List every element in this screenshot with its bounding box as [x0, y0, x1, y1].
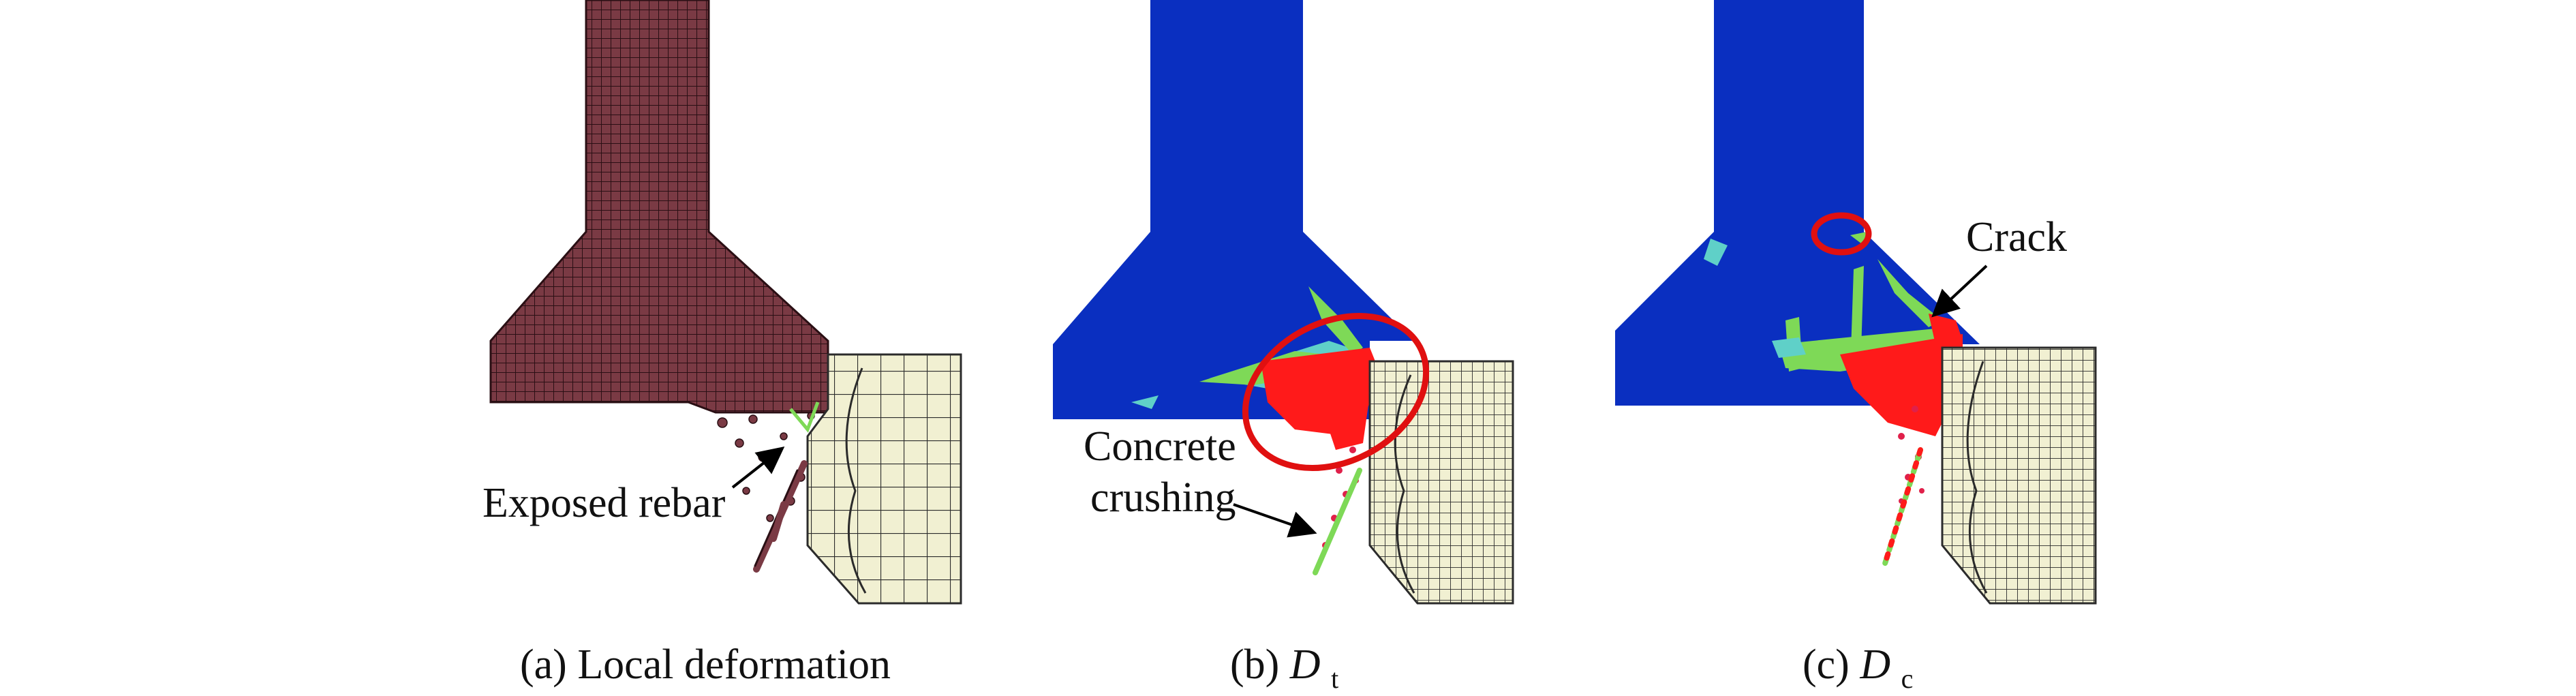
- tension-damage-contours: [1131, 286, 1383, 450]
- support-block-b: [1368, 360, 1514, 605]
- exposed-rebar-label: Exposed rebar: [482, 480, 726, 526]
- support-curve-c: [1966, 361, 1988, 594]
- panel-b: Concrete crushing (b) D t: [1053, 0, 1514, 694]
- caption-c: (c) D c: [1803, 641, 1913, 694]
- rebar-green-fragment: [789, 402, 820, 433]
- concrete-crushing-label-line2: crushing: [1090, 474, 1236, 521]
- caption-c-symbol: D: [1859, 641, 1890, 688]
- support-block-c: [1941, 346, 2097, 605]
- pier-deformed-mesh: [489, 0, 829, 414]
- caption-a: (a) Local deformation: [520, 641, 891, 688]
- concrete-crushing-label-line1: Concrete: [1084, 423, 1236, 470]
- exposed-rebar-arrow: [731, 447, 785, 489]
- crack-arrow: [1931, 264, 1988, 318]
- concrete-crushing-arrow: [1233, 503, 1317, 538]
- pier-damage-compression: [1615, 0, 1980, 406]
- panel-c: Crack (c) D c: [1615, 0, 2097, 694]
- highlight-circle-b: [1242, 313, 1430, 471]
- caption-c-letter: (c): [1803, 641, 1850, 688]
- support-curve-a: [845, 367, 867, 594]
- support-curve-b: [1394, 374, 1415, 594]
- caption-a-letter: (a): [520, 641, 567, 688]
- caption-a-text: Local deformation: [577, 641, 891, 688]
- crack-label: Crack: [1966, 214, 2067, 260]
- support-block-a: [806, 353, 962, 605]
- caption-b-letter: (b): [1230, 641, 1279, 688]
- caption-b-subscript: t: [1331, 663, 1338, 694]
- caption-b-symbol: D: [1289, 641, 1321, 688]
- rebar-fragment-b: [1313, 468, 1362, 575]
- compression-damage-contours: [1704, 232, 1963, 436]
- panel-a: Exposed rebar (a) Local deformation: [482, 0, 962, 688]
- rebar-fragment-c-overlay: [1882, 447, 1923, 569]
- caption-c-subscript: c: [1901, 663, 1914, 694]
- highlight-circle-c: [1811, 212, 1872, 256]
- exposed-rebar: [753, 460, 808, 573]
- caption-b: (b) D t: [1230, 641, 1338, 694]
